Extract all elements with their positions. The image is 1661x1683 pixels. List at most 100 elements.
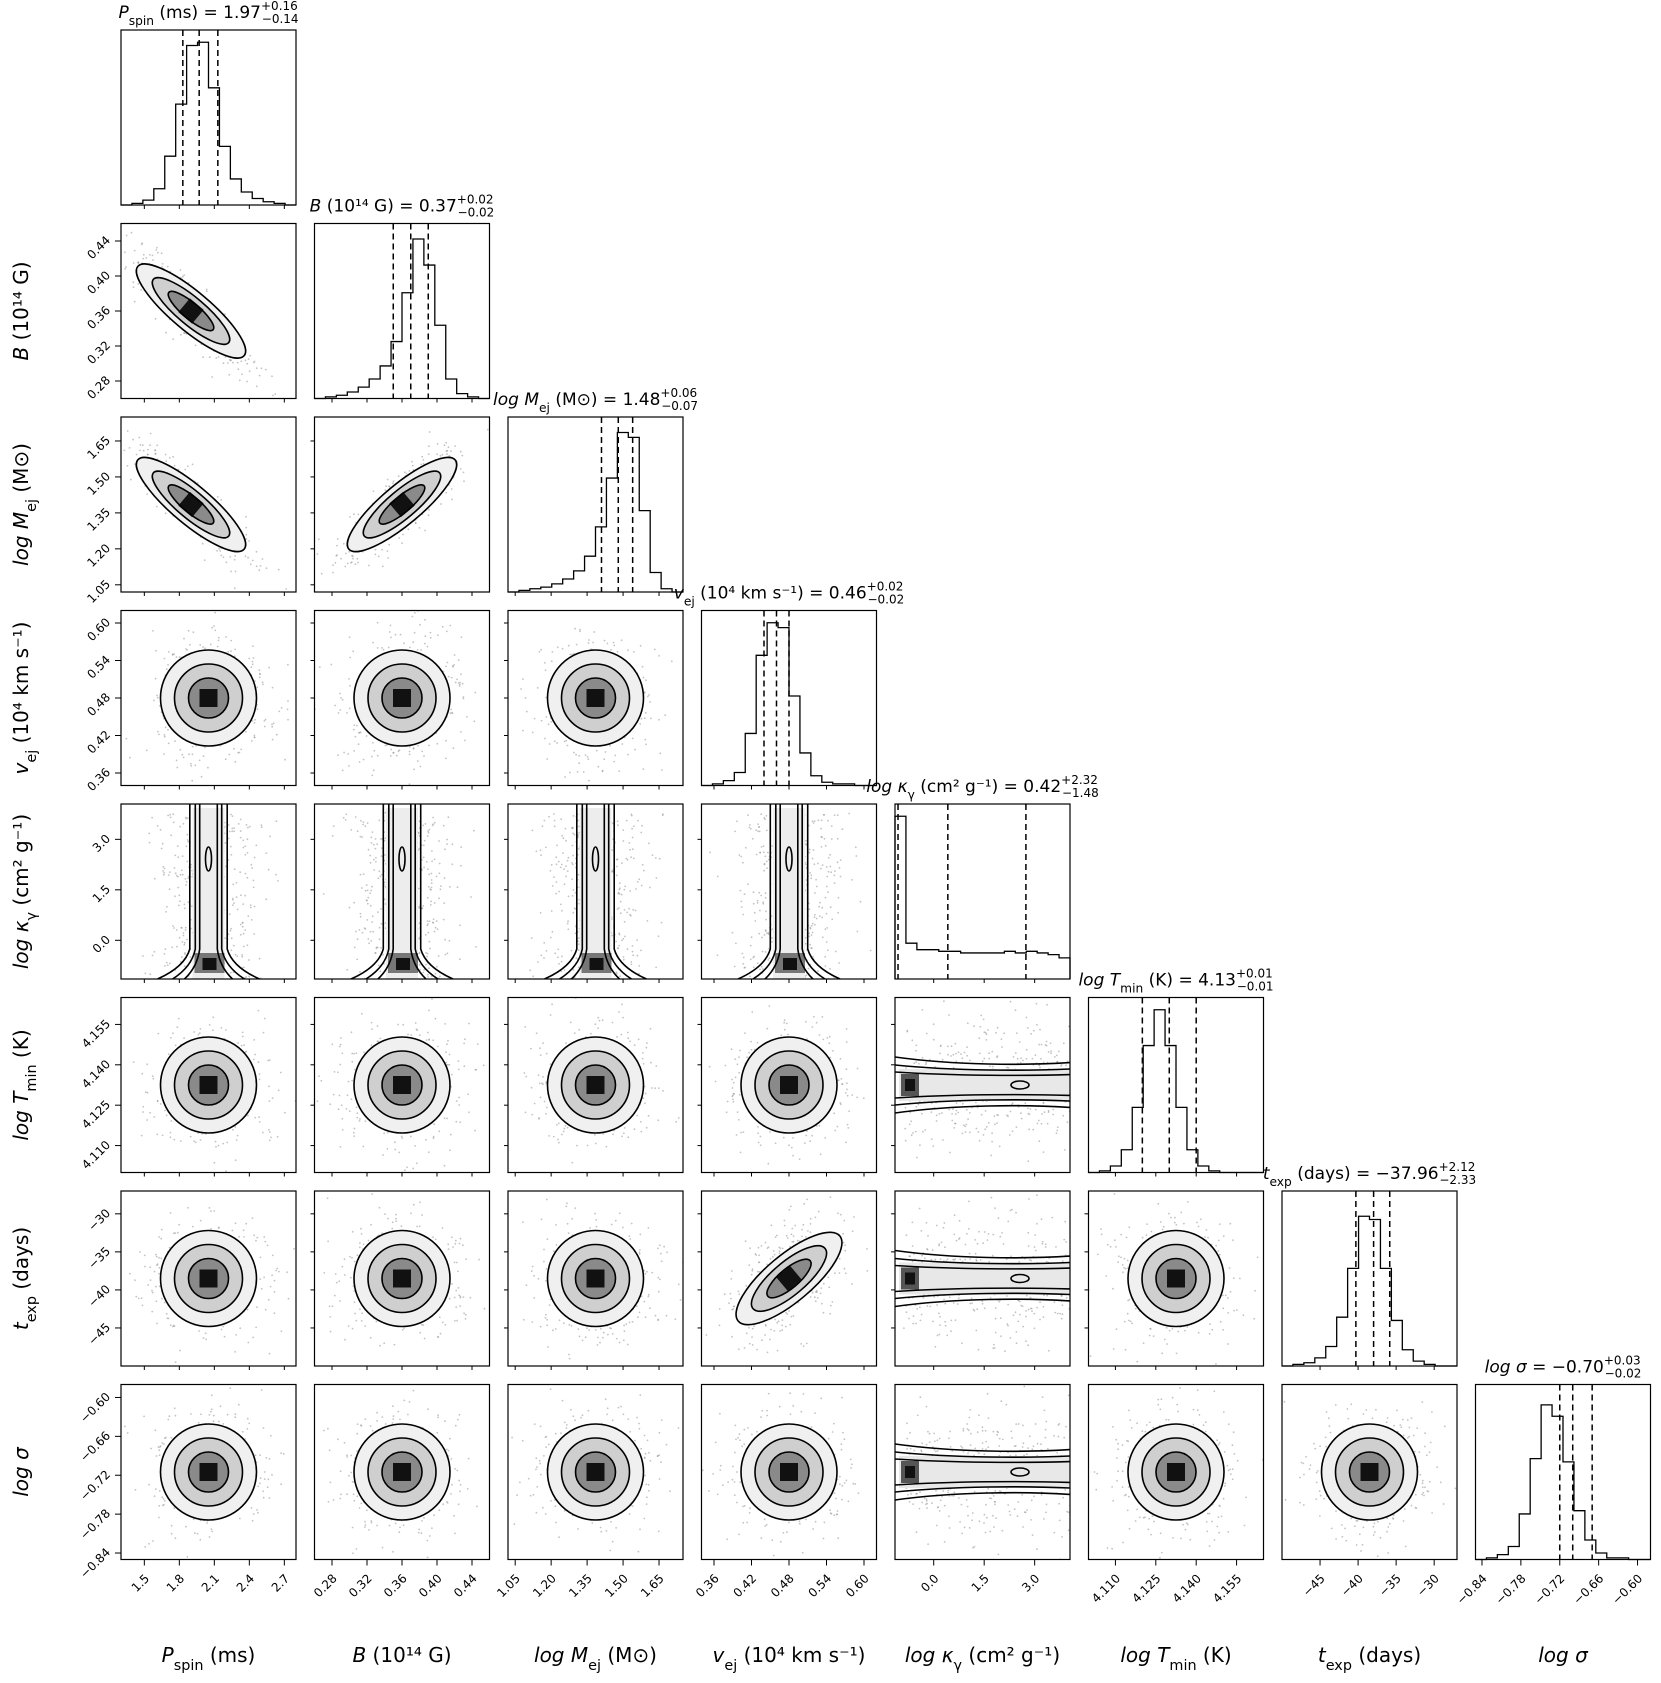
scatter-point (270, 1136, 272, 1139)
scatter-point (448, 1063, 451, 1066)
histogram-frame-pspin (120, 29, 297, 206)
scatter-point (258, 1121, 261, 1123)
panel-content-kappa-vs-pspin (142, 804, 279, 979)
scatter-point (179, 900, 181, 903)
scatter-point (264, 368, 267, 371)
scatter-point (462, 696, 465, 698)
scatter-point (388, 631, 391, 633)
scatter-panel-kappa-vs-mej (507, 803, 684, 980)
scatter-point (249, 904, 252, 906)
scatter-point (227, 650, 230, 653)
scatter-point (612, 822, 614, 825)
scatter-point (224, 313, 226, 315)
scatter-point (161, 1134, 164, 1137)
scatter-point (642, 676, 645, 679)
scatter-point (372, 741, 374, 744)
scatter-point (259, 673, 261, 676)
scatter-panel-tmin-vs-b (313, 996, 491, 1174)
scatter-point (176, 766, 179, 769)
scatter-point (439, 454, 442, 457)
scatter-point (274, 393, 277, 395)
contour-line-2 (367, 663, 437, 733)
scatter-point (137, 261, 140, 264)
scatter-point (135, 453, 138, 456)
scatter-point (624, 885, 626, 888)
scatter-point (432, 921, 434, 924)
scatter-point (177, 886, 180, 889)
scatter-point (212, 1029, 214, 1032)
scatter-point (561, 955, 563, 958)
scatter-point (390, 636, 392, 639)
histogram-step-mej (508, 431, 683, 593)
scatter-point (357, 513, 360, 516)
scatter-point (611, 849, 614, 851)
scatter-point (163, 735, 166, 738)
scatter-point (810, 947, 813, 949)
scatter-point (337, 712, 340, 714)
scatter-point (593, 631, 596, 633)
density-core (589, 958, 604, 970)
scatter-point (459, 468, 462, 470)
scatter-point (433, 902, 436, 904)
scatter-point (139, 444, 142, 446)
scatter-point (170, 834, 173, 837)
scatter-point (384, 854, 386, 856)
scatter-point (657, 935, 660, 938)
scatter-point (348, 707, 351, 710)
scatter-point (258, 957, 261, 960)
scatter-point (444, 938, 446, 941)
scatter-point (245, 533, 248, 536)
scatter-point (170, 1120, 173, 1122)
scatter-point (444, 848, 446, 851)
scatter-point (236, 361, 239, 364)
scatter-point (401, 542, 403, 544)
scatter-point (448, 939, 451, 942)
scatter-point (820, 819, 823, 822)
scatter-point (373, 858, 375, 861)
scatter-point (370, 889, 373, 892)
scatter-point (620, 639, 623, 642)
scatter-point (184, 878, 187, 880)
scatter-point (152, 259, 154, 261)
scatter-point (648, 694, 650, 696)
panel-content-kappa-vs-vej (709, 804, 872, 979)
scatter-point (169, 1136, 172, 1139)
scatter-point (235, 882, 238, 884)
scatter-point (616, 908, 619, 910)
scatter-point (458, 683, 461, 686)
scatter-point (194, 344, 197, 347)
scatter-point (165, 961, 168, 964)
scatter-point (228, 373, 231, 376)
scatter-point (422, 462, 425, 465)
scatter-point (445, 441, 448, 444)
scatter-point (759, 851, 762, 854)
scatter-point (377, 911, 379, 914)
scatter-point (231, 815, 234, 817)
scatter-point (142, 955, 144, 957)
scatter-point (191, 779, 194, 782)
histogram-title-kappa: log κγ (cm² g⁻¹) = 0.42+2.32−1.48 (866, 773, 1098, 802)
scatter-point (755, 829, 757, 832)
scatter-point (329, 1103, 332, 1106)
scatter-point (357, 561, 359, 564)
scatter-point (394, 633, 397, 636)
scatter-point (553, 740, 556, 743)
scatter-point (558, 890, 560, 893)
scatter-point (154, 453, 157, 455)
scatter-point (390, 748, 392, 751)
scatter-point (262, 683, 264, 686)
scatter-point (371, 921, 374, 923)
scatter-point (830, 838, 833, 840)
scatter-point (436, 742, 439, 745)
scatter-point (139, 449, 141, 452)
scatter-panel-tmin-vs-pspin (120, 996, 297, 1174)
scatter-point (458, 958, 461, 961)
scatter-point (624, 935, 626, 938)
scatter-point (343, 751, 345, 754)
scatter-point (411, 464, 414, 467)
scatter-point (332, 571, 334, 574)
scatter-point (346, 712, 348, 714)
scatter-point (439, 975, 441, 978)
scatter-point (586, 755, 589, 758)
